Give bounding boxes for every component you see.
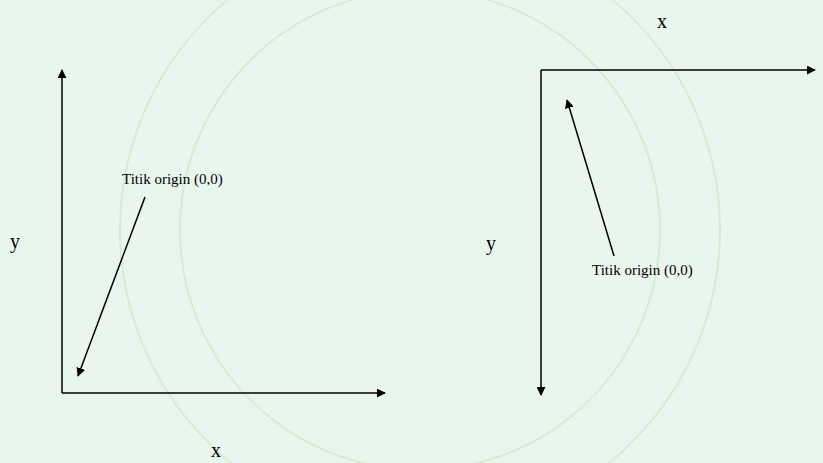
origin-label: Titik origin (0,0): [122, 172, 223, 187]
axis-label: x: [211, 440, 221, 460]
axis-label: y: [10, 231, 20, 251]
origin-label: Titik origin (0,0): [592, 263, 693, 278]
y-axis: [61, 70, 63, 393]
y-axis: [540, 70, 542, 395]
leader-line: [567, 100, 614, 256]
x-axis: [62, 392, 385, 394]
leader-line: [78, 197, 145, 376]
x-axis: [541, 69, 815, 71]
axis-label: x: [657, 11, 667, 31]
axis-label: y: [486, 233, 496, 253]
